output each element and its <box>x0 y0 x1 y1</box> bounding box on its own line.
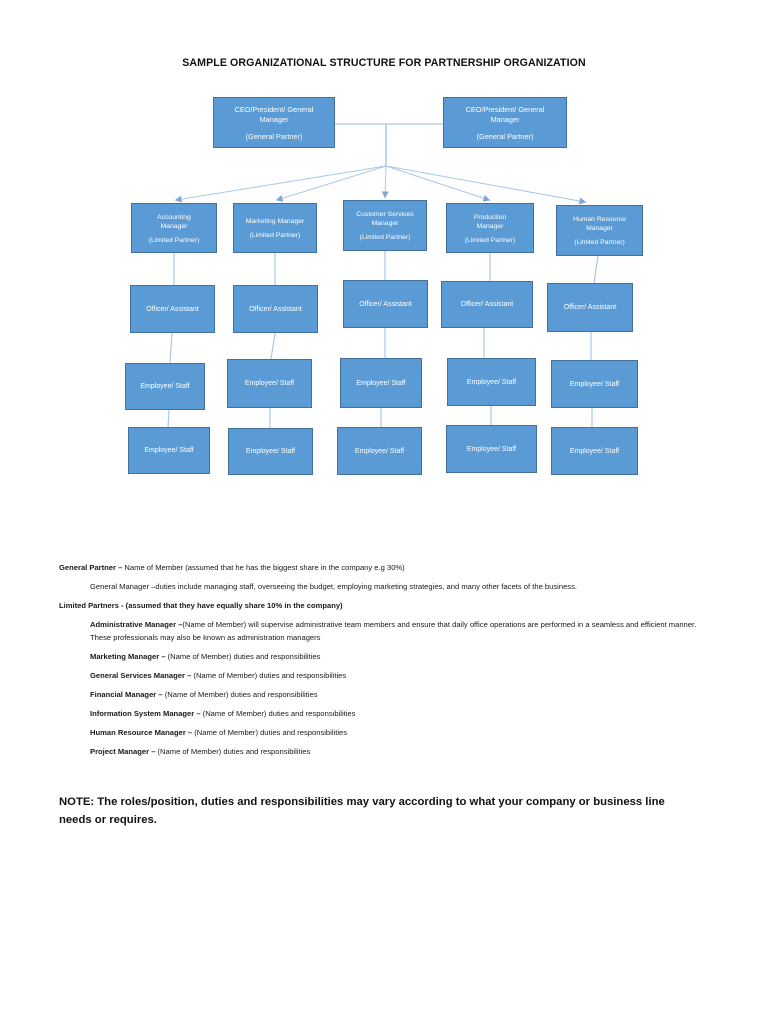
definition-item: Project Manager – (Name of Member) dutie… <box>90 745 709 758</box>
page-title: SAMPLE ORGANIZATIONAL STRUCTURE FOR PART… <box>182 57 586 69</box>
connector-lines <box>167 123 599 428</box>
definition-text: (Name of Member) duties and responsibili… <box>165 652 321 661</box>
org-box-title: Production Manager <box>473 213 507 230</box>
org-box-employee-r1-3: Employee/ Staff <box>340 358 422 408</box>
org-box-title: Accounting Manager <box>157 213 191 230</box>
org-box-officer-2: Officer/ Assistant <box>233 285 318 333</box>
org-box-label: Officer/ Assistant <box>460 301 514 308</box>
org-box-label: Employee/ Staff <box>569 380 620 388</box>
definition-term: General Partner – <box>59 563 123 572</box>
org-box-manager-customer-services: Customer Services Manager (Limited Partn… <box>343 200 427 251</box>
org-box-officer-4: Officer/ Assistant <box>441 281 533 328</box>
org-box-label: Employee/ Staff <box>466 378 517 386</box>
org-box-subtitle: (Limited Partner) <box>574 239 625 246</box>
definition-item: Administrative Manager –(Name of Member)… <box>90 618 709 644</box>
org-box-subtitle: (General Partner) <box>476 131 534 141</box>
definition-text: Name of Member (assumed that he has the … <box>122 563 405 572</box>
org-box-employee-r1-2: Employee/ Staff <box>227 359 312 408</box>
org-box-ceo-1: CEO/President/ General Manager (General … <box>213 97 335 148</box>
org-box-label: Officer/ Assistant <box>563 304 617 311</box>
org-box-officer-5: Officer/ Assistant <box>547 283 633 332</box>
org-box-officer-1: Officer/ Assistant <box>130 285 215 333</box>
org-box-label: Employee/ Staff <box>245 448 296 455</box>
org-box-title: CEO/President/ General Manager <box>234 104 314 124</box>
org-chart: CEO/President/ General Manager (General … <box>125 97 643 475</box>
definition-item: General Services Manager – (Name of Memb… <box>90 669 709 682</box>
org-box-label: Officer/ Assistant <box>359 300 412 308</box>
definition-text: (Name of Member) duties and responsibili… <box>191 671 347 680</box>
org-box-title: Customer Services Manager <box>356 211 414 227</box>
org-box-title: Human Resource Manager <box>573 216 626 232</box>
definition-item: General Partner – Name of Member (assume… <box>59 561 709 574</box>
definition-term: Human Resource Manager – <box>90 728 193 737</box>
definition-text: (Name of Member) will supervise administ… <box>90 620 697 642</box>
definition-term: Information System Manager – <box>90 709 201 718</box>
org-box-employee-r1-5: Employee/ Staff <box>551 360 638 408</box>
org-box-manager-human-resource: Human Resource Manager (Limited Partner) <box>556 205 643 256</box>
definition-term: Limited Partners - (assumed that they ha… <box>59 601 343 610</box>
definitions-section: General Partner – Name of Member (assume… <box>59 561 709 764</box>
org-box-subtitle: (Limited Partner) <box>359 234 411 241</box>
org-box-label: Employee/ Staff <box>354 447 405 455</box>
definition-term: Administrative Manager – <box>90 620 183 629</box>
org-box-employee-r2-4: Employee/ Staff <box>446 425 537 473</box>
definition-text: (Name of Member) duties and responsibili… <box>200 709 356 718</box>
definition-text: (Name of Member) duties and responsibili… <box>162 690 318 699</box>
org-box-ceo-2: CEO/President/ General Manager (General … <box>443 97 567 148</box>
definition-term: Project Manager – <box>90 747 156 756</box>
org-box-employee-r2-3: Employee/ Staff <box>337 427 422 475</box>
org-box-subtitle: (General Partner) <box>245 131 303 141</box>
definition-item: Limited Partners - (assumed that they ha… <box>59 599 709 612</box>
org-box-manager-marketing: Marketing Manager (Limited Partner) <box>233 203 317 253</box>
org-box-manager-accounting: Accounting Manager (Limited Partner) <box>131 203 217 253</box>
org-box-label: Employee/ Staff <box>140 383 190 390</box>
definition-item: Marketing Manager – (Name of Member) dut… <box>90 650 709 663</box>
org-box-subtitle: (Limited Partner) <box>464 236 516 244</box>
org-box-subtitle: (Limited Partner) <box>148 236 200 244</box>
org-box-label: Officer/ Assistant <box>146 305 199 313</box>
definition-term: Marketing Manager – <box>90 652 166 661</box>
definition-text: (Name of Member) duties and responsibili… <box>155 747 311 756</box>
definition-term: Financial Manager – <box>90 690 163 699</box>
definition-item: Human Resource Manager – (Name of Member… <box>90 726 709 739</box>
org-box-employee-r1-4: Employee/ Staff <box>447 358 536 406</box>
org-box-employee-r2-2: Employee/ Staff <box>228 428 313 475</box>
definition-term: General Services Manager – <box>90 671 192 680</box>
org-box-label: Employee/ Staff <box>466 445 517 453</box>
note-text: NOTE: The roles/position, duties and res… <box>59 796 665 826</box>
org-box-label: Employee/ Staff <box>244 380 295 387</box>
org-box-label: Employee/ Staff <box>356 379 406 387</box>
org-box-title: Marketing Manager <box>245 218 305 225</box>
org-box-subtitle: (Limited Partner) <box>249 232 301 239</box>
org-box-label: Employee/ Staff <box>569 447 620 455</box>
definition-item: General Manager –duties include managing… <box>90 580 709 593</box>
org-box-manager-production: Production Manager (Limited Partner) <box>446 203 534 253</box>
org-box-employee-r1-1: Employee/ Staff <box>125 363 205 410</box>
connector-group <box>167 123 599 428</box>
org-box-employee-r2-5: Employee/ Staff <box>551 427 638 475</box>
definition-item: Financial Manager – (Name of Member) dut… <box>90 688 709 701</box>
org-box-title: CEO/President/ General Manager <box>465 104 545 124</box>
org-box-employee-r2-1: Employee/ Staff <box>128 427 210 474</box>
definition-item: Information System Manager – (Name of Me… <box>90 707 709 720</box>
definition-text: (Name of Member) duties and responsibili… <box>192 728 348 737</box>
org-box-label: Officer/ Assistant <box>249 305 302 313</box>
org-box-officer-3: Officer/ Assistant <box>343 280 428 328</box>
org-box-label: Employee/ Staff <box>144 447 194 454</box>
definition-text: General Manager –duties include managing… <box>90 582 577 591</box>
